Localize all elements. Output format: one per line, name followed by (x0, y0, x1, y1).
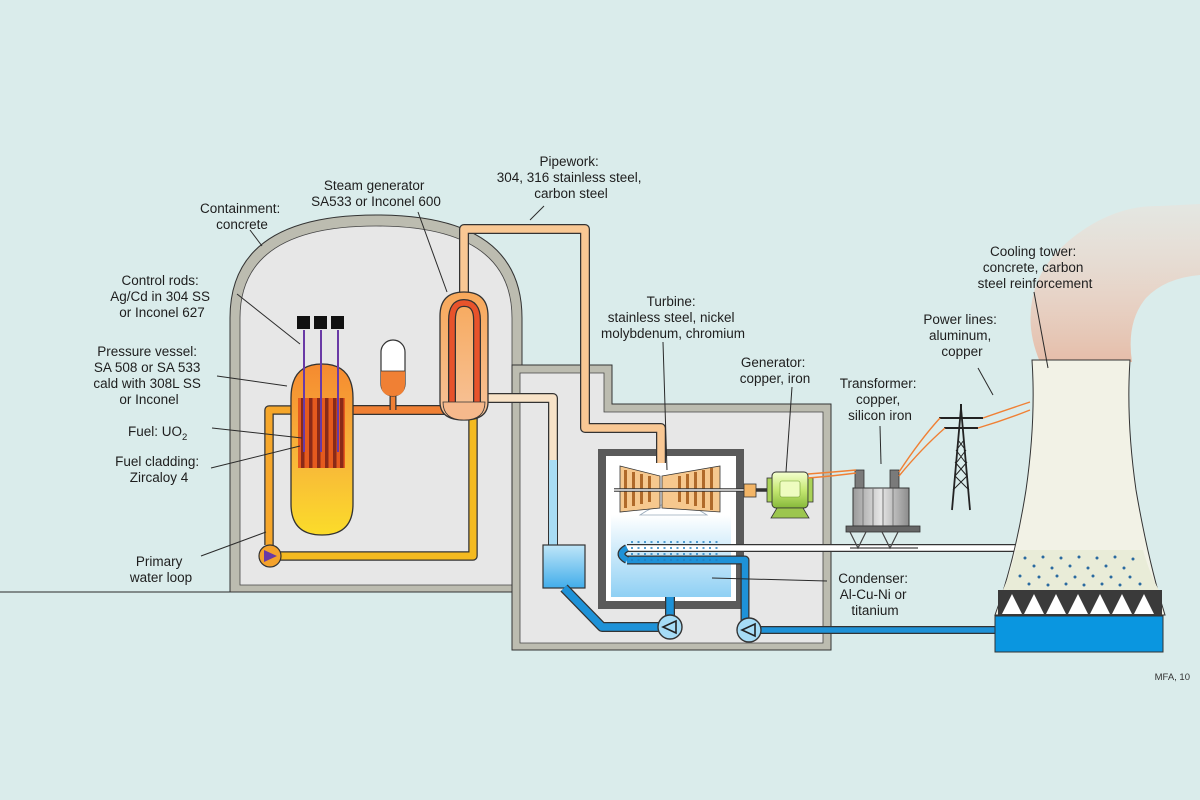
generator (766, 471, 814, 519)
steam-generator (439, 291, 489, 421)
credit-label: MFA, 10 (1155, 672, 1190, 683)
cooling-water-pump (736, 617, 762, 643)
main-steam-pipe (459, 224, 666, 463)
steam-generator-label: Steam generator SA533 or Inconel 600 (311, 178, 441, 209)
turbine-label: Turbine: stainless steel, nickel molybde… (601, 294, 745, 341)
steam-plume (1030, 204, 1200, 362)
primary-pump (258, 544, 282, 568)
power-pylon (939, 404, 983, 511)
pressurizer (380, 339, 406, 410)
feedwater-pipe (482, 393, 558, 545)
condenser-tubes (631, 541, 719, 561)
text-labels: Containment: concrete Steam generator SA… (93, 154, 1190, 683)
control-rods (297, 316, 344, 452)
condenser-label: Condenser: Al-Cu-Ni or titanium (838, 571, 912, 618)
cooling-tower-label: Cooling tower: concrete, carbon steel re… (978, 244, 1093, 291)
turbine (614, 465, 744, 513)
leader-lines (200, 205, 1049, 582)
generator-label: Generator: copper, iron (740, 355, 811, 386)
transformer (845, 469, 921, 550)
pressure-vessel-label: Pressure vessel: SA 508 or SA 533 cald w… (93, 344, 204, 407)
reactor-pressure-vessel (290, 316, 354, 536)
containment-label: Containment: concrete (200, 201, 284, 232)
power-lines-label: Power lines: aluminum, copper (923, 312, 1000, 359)
pipework-label: Pipework: 304, 316 stainless steel, carb… (497, 154, 646, 201)
control-rods-label: Control rods: Ag/Cd in 304 SS or Inconel… (110, 273, 214, 320)
condensate-pump (657, 614, 683, 640)
primary-water-loop (264, 392, 478, 561)
cooling-tower (994, 359, 1166, 653)
hotwell-tank (542, 544, 586, 589)
primary-loop-label: Primary water loop (129, 554, 192, 585)
fuel-label: Fuel: UO2 (128, 424, 187, 443)
transformer-label: Transformer: copper, silicon iron (840, 376, 921, 423)
fuel-cladding-label: Fuel cladding: Zircaloy 4 (115, 454, 203, 485)
power-lines (807, 401, 1031, 479)
